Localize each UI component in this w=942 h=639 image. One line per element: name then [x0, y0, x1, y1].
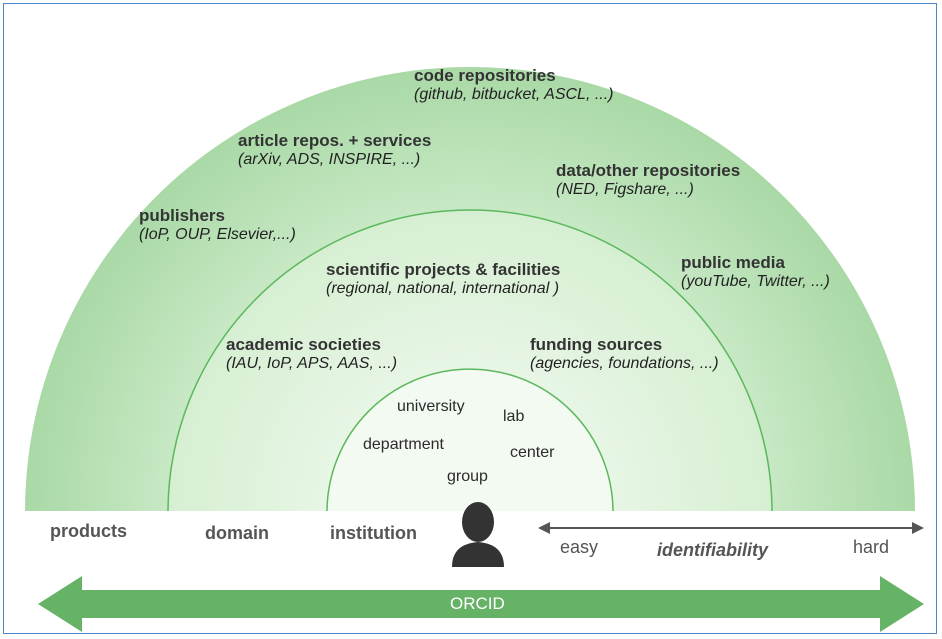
- article-repos-label: article repos. + services (arXiv, ADS, I…: [238, 131, 431, 169]
- unit-center: center: [510, 444, 555, 461]
- unit-university: university: [397, 398, 465, 415]
- unit-lab: lab: [503, 408, 525, 425]
- public-media-title: public media: [681, 253, 785, 272]
- axis-label-institution: institution: [330, 523, 417, 543]
- diagram-frame: [3, 3, 937, 634]
- funding-sources-detail: (agencies, foundations, ...): [530, 354, 719, 372]
- unit-group: group: [447, 468, 488, 485]
- public-media-detail: (youTube, Twitter, ...): [681, 272, 830, 290]
- identifiability-easy: easy: [560, 537, 599, 557]
- middle-ring: [167, 209, 773, 513]
- academic-societies-detail: (IAU, IoP, APS, AAS, ...): [226, 354, 398, 372]
- data-repositories-detail: (NED, Figshare, ...): [556, 180, 694, 198]
- funding-sources-title: funding sources: [530, 335, 663, 354]
- axis-label-products: products: [50, 521, 128, 541]
- person-icon: [452, 502, 504, 567]
- unit-department: department: [363, 436, 444, 453]
- publishers-title: publishers: [139, 206, 225, 225]
- publishers-label: publishers (IoP, OUP, Elsevier,...): [139, 206, 296, 244]
- orcid-label: ORCID: [450, 594, 505, 613]
- article-repos-title: article repos. + services: [238, 131, 432, 150]
- identifiability-label: identifiability: [657, 540, 769, 560]
- identifiability-hard: hard: [853, 537, 890, 557]
- scientific-projects-title: scientific projects & facilities: [326, 260, 561, 279]
- article-repos-detail: (arXiv, ADS, INSPIRE, ...): [238, 150, 421, 168]
- data-repositories-label: data/other repositories (NED, Figshare, …: [556, 161, 740, 199]
- code-repositories-label: code repositories (github, bitbucket, AS…: [414, 66, 614, 104]
- code-repositories-title: code repositories: [414, 66, 556, 85]
- academic-societies-title: academic societies: [226, 335, 381, 354]
- axis-label-domain: domain: [205, 523, 270, 543]
- orcid-arrow: [38, 576, 924, 632]
- inner-ring: [326, 368, 614, 513]
- scientific-projects-detail: (regional, national, international ): [326, 279, 560, 297]
- funding-sources-label: funding sources (agencies, foundations, …: [530, 335, 719, 373]
- identifiability-arrow: [538, 522, 924, 534]
- data-repositories-title: data/other repositories: [556, 161, 741, 180]
- scientific-projects-label: scientific projects & facilities (region…: [326, 260, 560, 298]
- code-repositories-detail: (github, bitbucket, ASCL, ...): [414, 85, 614, 103]
- publishers-detail: (IoP, OUP, Elsevier,...): [139, 225, 296, 243]
- academic-societies-label: academic societies (IAU, IoP, APS, AAS, …: [226, 335, 397, 373]
- public-media-label: public media (youTube, Twitter, ...): [681, 253, 830, 291]
